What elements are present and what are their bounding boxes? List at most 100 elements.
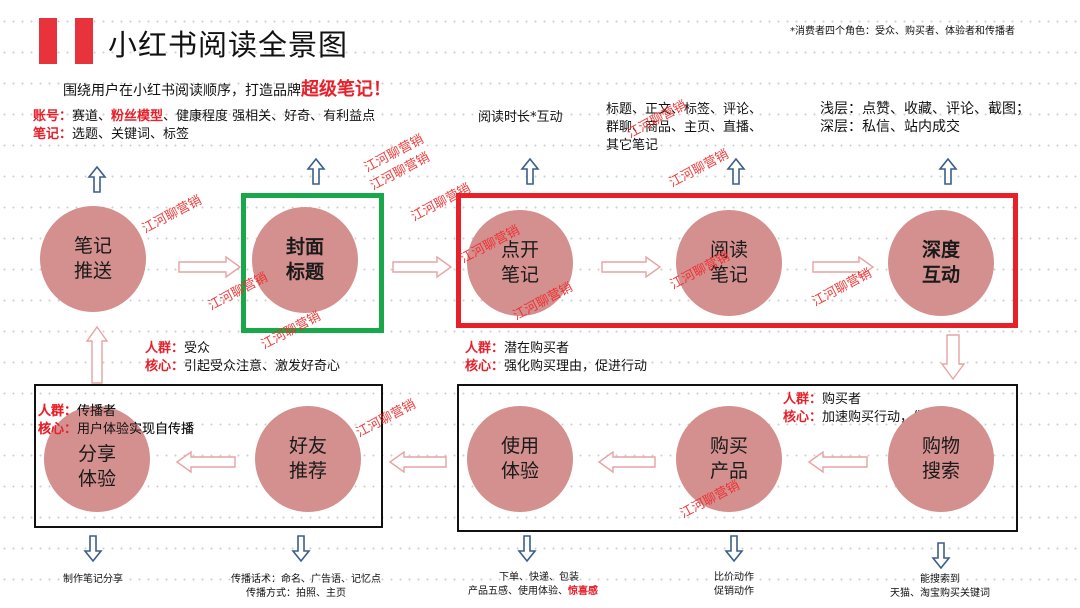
right-arrow-icon <box>392 255 453 279</box>
potential-crowd: 人群：潜在购买者 <box>465 340 569 357</box>
crowd-label: 人群： <box>145 341 185 356</box>
deep-interaction: 深层：私信、站内成交 <box>820 119 960 135</box>
stage-line: 分享 <box>77 443 116 465</box>
stage-friend-recommend: 好友推荐 <box>255 406 361 512</box>
read-time-note: 阅读时长*互动 <box>478 110 563 125</box>
up-arrow-icon <box>938 157 958 185</box>
stage-line: 购物 <box>921 435 960 457</box>
core-label: 核心： <box>783 410 823 425</box>
subtitle-highlight: 超级笔记！ <box>301 79 391 100</box>
cover-title-highlight-box <box>241 193 384 333</box>
left-arrow-icon <box>388 450 447 474</box>
use-note-2: 产品五感、使用体验、惊喜感 <box>443 585 623 599</box>
stage-line: 购买 <box>709 435 748 457</box>
stage-line: 标题 <box>285 261 324 283</box>
account-text-2: 、健康程度 强相关、好奇、有利益点 <box>163 109 376 124</box>
audience-crowd: 人群：受众 <box>145 340 210 357</box>
up-arrow-icon <box>85 325 109 384</box>
core-label: 核心： <box>38 422 78 437</box>
left-arrow-icon <box>807 450 868 474</box>
note-text: 选题、关键词、标签 <box>72 127 190 142</box>
search-note-2: 天猫、淘宝购买关键词 <box>890 588 990 599</box>
crowd-value: 购买者 <box>822 392 862 407</box>
stage-line: 使用 <box>500 435 539 457</box>
stage-share-experience: 分享体验 <box>44 406 150 512</box>
use-note-2-highlight: 惊喜感 <box>568 586 598 597</box>
stage-line: 体验 <box>500 460 539 482</box>
down-arrow-icon <box>517 535 537 563</box>
shallow-interaction: 浅层：点赞、收藏、评论、截图； <box>820 101 1030 117</box>
buyer-crowd: 人群：购买者 <box>783 391 861 408</box>
stage-line: 好友 <box>288 435 327 457</box>
left-arrow-icon <box>175 450 236 474</box>
note-label: 笔记： <box>33 127 73 142</box>
right-arrow-icon <box>812 255 875 279</box>
stage-buy-product: 购买产品 <box>676 406 782 512</box>
left-arrow-icon <box>597 450 656 474</box>
stage-line: 推送 <box>73 260 112 282</box>
core-label: 核心： <box>465 359 505 374</box>
account-label: 账号： <box>33 109 73 124</box>
content-items-line-1: 标题、正文、标签、评论、 <box>606 102 763 117</box>
logo-bar-right <box>75 18 93 64</box>
stage-read-note: 阅读笔记 <box>676 210 782 316</box>
stage-cover-title: 封面标题 <box>252 207 358 313</box>
account-highlight: 粉丝模型 <box>111 109 164 124</box>
stage-line: 深度 <box>921 239 960 261</box>
stage-line: 体验 <box>77 468 116 490</box>
stage-line: 封面 <box>285 236 324 258</box>
up-arrow-icon <box>520 157 540 185</box>
stage-line: 搜索 <box>921 460 960 482</box>
stage-line: 笔记 <box>73 235 112 257</box>
stage-open-note: 点开笔记 <box>467 210 573 316</box>
buy-note-2: 促销动作 <box>714 586 754 597</box>
crowd-label: 人群： <box>38 404 78 419</box>
spreader-core-overlay: 核心：用户体验实现自传播 <box>38 421 194 438</box>
reading-stage-highlight-box <box>456 193 1018 328</box>
page-title: 小红书阅读全景图 <box>108 28 349 62</box>
spread-note-1: 传播话术：命名、广告语、记忆点 <box>231 574 381 585</box>
account-note: 账号：赛道、粉丝模型、健康程度 强相关、好奇、有利益点 <box>33 108 375 125</box>
search-note-1: 能搜索到 <box>920 574 960 585</box>
core-label: 核心： <box>145 359 185 374</box>
spreader-crowd-overlay: 人群：传播者 <box>38 403 116 420</box>
down-arrow-icon <box>940 334 966 381</box>
crowd-value: 受众 <box>184 341 211 356</box>
buy-note-1: 比价动作 <box>714 572 754 583</box>
right-arrow-icon <box>601 255 662 279</box>
stage-line: 点开 <box>500 239 539 261</box>
up-arrow-icon <box>87 165 107 193</box>
content-items-line-3: 其它笔记 <box>606 138 659 153</box>
core-value: 引起受众注意、激发好奇心 <box>184 359 341 374</box>
share-note: 制作笔记分享 <box>63 574 123 585</box>
down-arrow-icon <box>724 535 744 563</box>
crowd-label: 人群： <box>783 392 823 407</box>
subtitle: 围绕用户在小红书阅读顺序，打造品牌超级笔记！ <box>63 75 391 101</box>
crowd-value: 潜在购买者 <box>504 341 570 356</box>
up-arrow-icon <box>306 157 326 185</box>
stage-note-push: 笔记推送 <box>40 206 146 312</box>
spread-note-2: 传播方式：拍照、主页 <box>246 588 346 599</box>
watermark: 江河聊营销 <box>666 147 732 191</box>
audience-core: 核心：引起受众注意、激发好奇心 <box>145 358 340 375</box>
down-arrow-icon <box>291 535 311 563</box>
stage-line: 推荐 <box>288 460 327 482</box>
roles-footnote: *消费者四个角色：受众、购买者、体验者和传播者 <box>790 26 1015 37</box>
use-note-2-text: 产品五感、使用体验、 <box>468 586 568 597</box>
crowd-value: 传播者 <box>77 404 117 419</box>
content-items-line-2: 群聊、商品、主页、直播、 <box>606 120 763 135</box>
stage-line: 互动 <box>921 264 960 286</box>
crowd-label: 人群： <box>465 341 505 356</box>
core-value: 强化购买理由，促进行动 <box>504 359 648 374</box>
up-arrow-icon <box>726 157 746 185</box>
use-note-1: 下单、快递、包装 <box>499 572 579 583</box>
stage-line: 阅读 <box>709 239 748 261</box>
stage-line: 笔记 <box>709 264 748 286</box>
down-arrow-icon <box>931 542 951 570</box>
down-arrow-icon <box>83 535 103 563</box>
watermark: 江河聊营销 <box>139 193 205 237</box>
core-value: 用户体验实现自传播 <box>77 422 195 437</box>
right-arrow-icon <box>178 255 242 279</box>
stage-line: 笔记 <box>500 264 539 286</box>
note-note: 笔记：选题、关键词、标签 <box>33 126 189 143</box>
